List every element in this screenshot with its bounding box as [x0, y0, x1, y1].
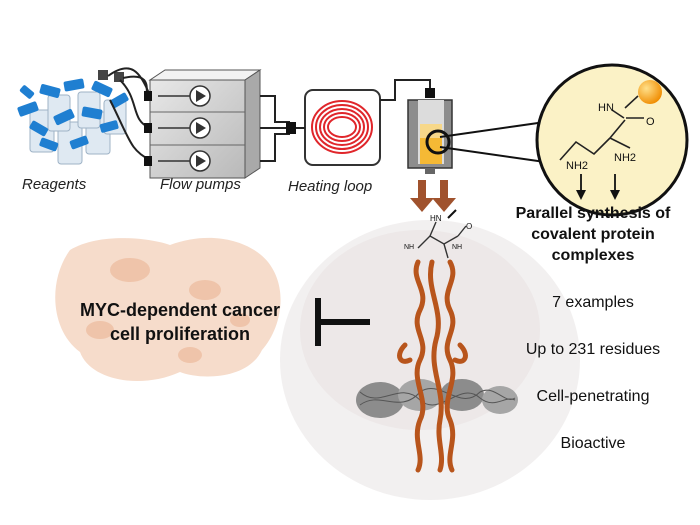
reagent-bottles-icon: [17, 70, 129, 165]
linker-nh-right-label: NH: [452, 244, 463, 251]
zoom-line-bottom: [439, 146, 546, 163]
inhibition-symbol: [315, 298, 370, 346]
linker-o-label: O: [466, 222, 473, 231]
zoom-circle: [535, 63, 689, 217]
flow-pumps-label: Flow pumps: [160, 176, 241, 193]
cell-text-line1: MYC-dependent cancer: [79, 300, 281, 320]
zoom-line-top: [439, 121, 546, 138]
down-arrows-icon: [410, 180, 456, 212]
property-cell-penetrating: Cell-penetrating: [536, 388, 650, 405]
panel-title-line3: complexes: [551, 247, 635, 264]
linker-structure: [417, 221, 467, 259]
nh2-left-label: NH2: [566, 160, 589, 172]
cancer-cell-cluster: [55, 237, 281, 382]
linker-hn-label: HN: [430, 214, 442, 223]
hn-label: HN: [598, 102, 614, 114]
property-residues: Up to 231 residues: [525, 341, 661, 358]
wavy-bond-icon: [447, 209, 457, 219]
protein-helices: [397, 259, 468, 473]
property-bioactive: Bioactive: [560, 435, 626, 452]
panel-title-line1: Parallel synthesis of: [515, 205, 671, 222]
loop-outlet-tubing: [380, 79, 431, 101]
reagents-label: Reagents: [22, 176, 87, 193]
property-examples: 7 examples: [552, 294, 634, 311]
pump-outlet-tubing: [260, 95, 290, 162]
resin-bead-icon: [638, 80, 662, 104]
cell-text-line2: cell proliferation: [109, 324, 251, 344]
zoom-lens: [425, 129, 451, 155]
nh2-right-label: NH2: [614, 152, 637, 164]
heating-loop-icon: [296, 89, 381, 166]
dna-helix: [356, 379, 518, 418]
flow-pumps-icon: [144, 69, 262, 179]
heating-loop-label: Heating loop: [288, 178, 373, 195]
carbonyl-o-label: O: [646, 116, 655, 128]
linker-nh-left-label: NH: [404, 244, 415, 251]
panel-title-line2: covalent protein: [531, 226, 655, 243]
